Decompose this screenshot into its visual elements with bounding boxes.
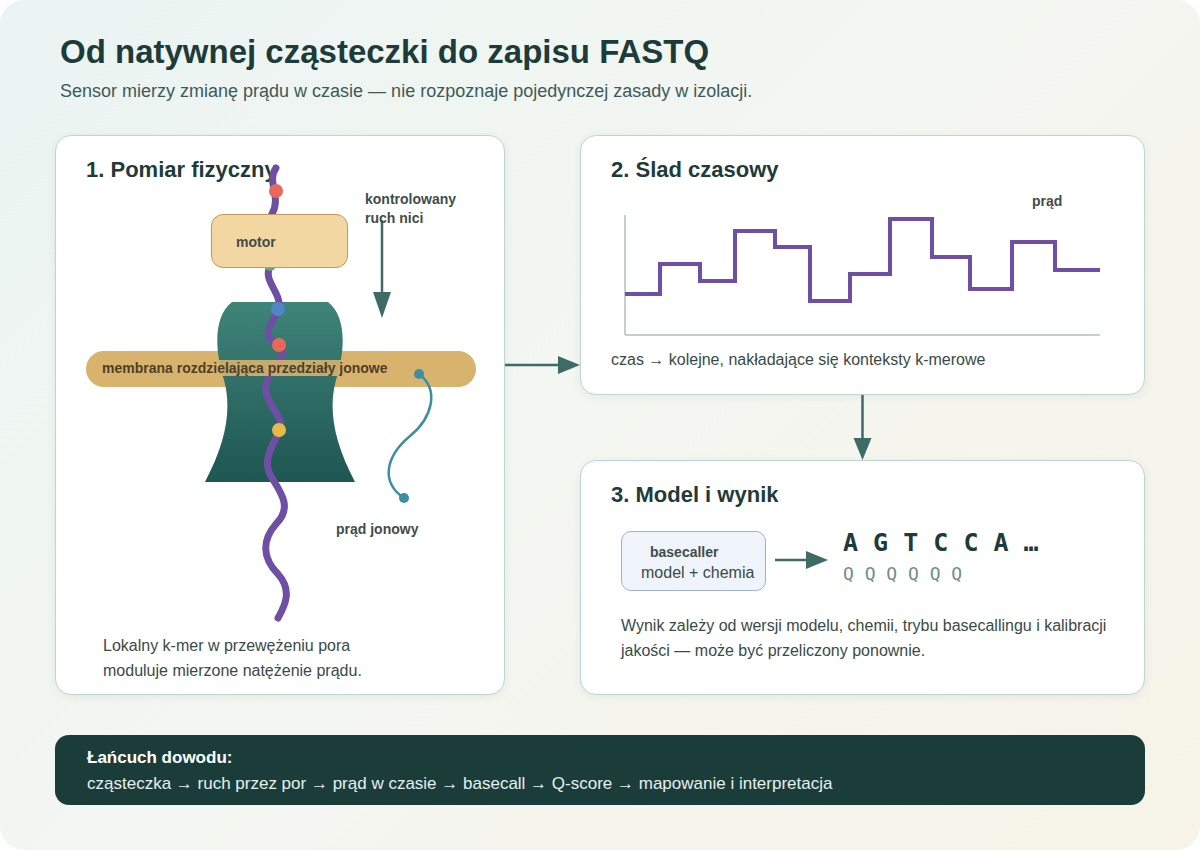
callout-label: prąd jonowy: [336, 521, 418, 537]
flow-arrow: [505, 356, 580, 374]
diagram-subtitle: Sensor mierzy zmianę prądu w czasie — ni…: [60, 81, 752, 102]
panel-heading: 3. Model i wynik: [611, 482, 1111, 508]
model-title: basecaller: [650, 544, 719, 560]
motor-label: motor: [236, 234, 276, 250]
flow-line: [861, 395, 864, 442]
axis-label: prąd: [1032, 193, 1062, 209]
quality-output: Q Q Q Q Q Q: [843, 563, 962, 584]
panel-box: 1. Pomiar fizycznyLokalny k-mer w przewę…: [55, 135, 505, 695]
flow-line: [505, 364, 562, 367]
panel-note: Lokalny k-mer w przewężeniu pora moduluj…: [103, 633, 403, 683]
diagram-title: Od natywnej cząsteczki do zapisu FASTQ: [60, 33, 709, 71]
membrane-label: membrana rozdzielająca przedziały jonowe: [98, 360, 392, 376]
panel-heading: 2. Ślad czasowy: [611, 157, 1111, 183]
band-text: cząsteczka → ruch przez por → prąd w cza…: [87, 774, 832, 794]
arrowhead: [854, 438, 872, 460]
model-box: basecaller model + chemia: [621, 531, 766, 591]
motor-box: motor: [211, 214, 348, 268]
panel-box: 2. Ślad czasowy czas → kolejne, nakładają…: [580, 135, 1145, 395]
band-heading: Łańcuch dowodu:: [87, 748, 232, 768]
evidence-band: Łańcuch dowodu: cząsteczka → ruch przez p…: [55, 735, 1145, 805]
sequence-output: A G T C C A …: [843, 528, 1039, 557]
membrane-band: membrana rozdzielająca przedziały jonowe: [86, 351, 476, 387]
panel-heading: 1. Pomiar fizyczny: [86, 157, 486, 183]
arrowhead: [558, 356, 580, 374]
panel-note: czas → kolejne, nakładające się kontekst…: [611, 349, 1131, 371]
callout-label: kontrolowany ruch nici: [365, 190, 480, 228]
model-subtitle: model + chemia: [641, 564, 754, 582]
panel-note: Wynik zależy od wersji modelu, chemii, t…: [621, 613, 1121, 663]
flow-arrow: [854, 395, 872, 460]
